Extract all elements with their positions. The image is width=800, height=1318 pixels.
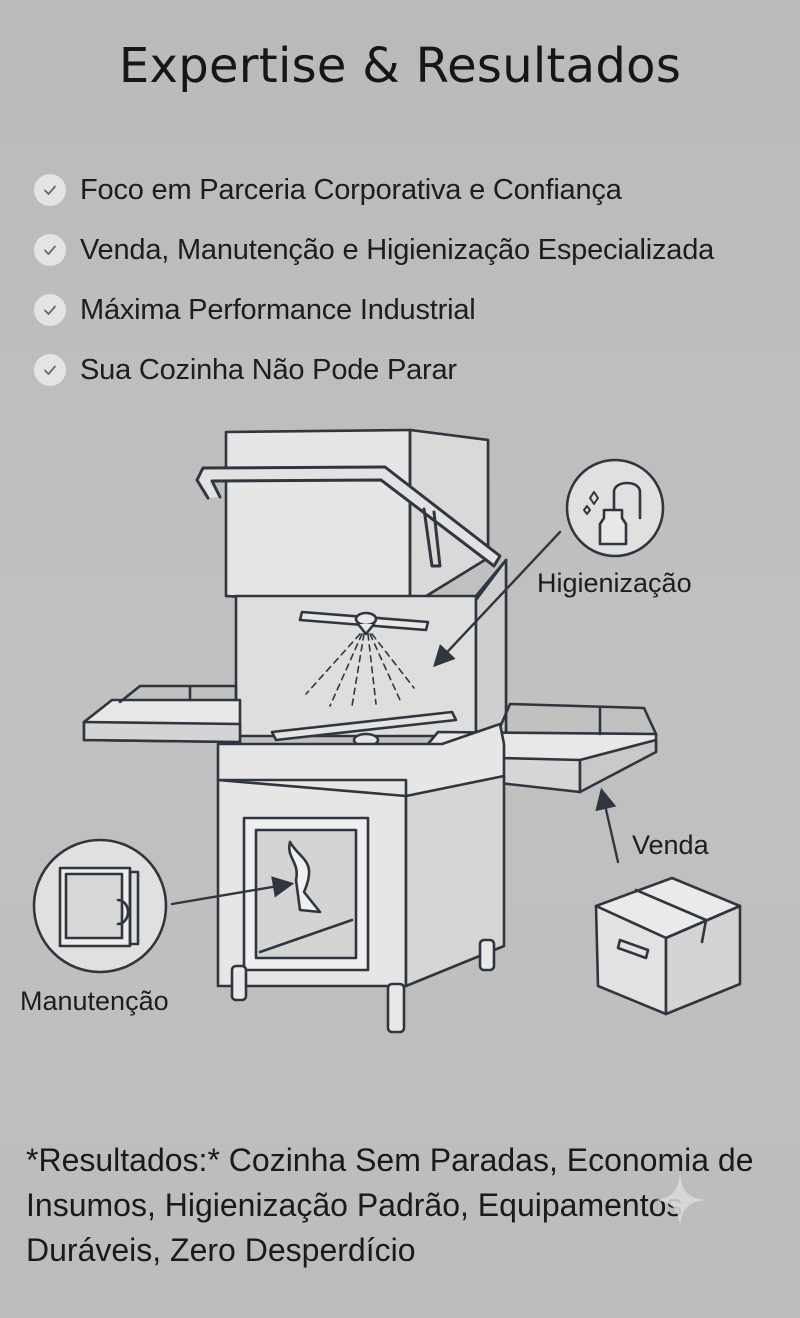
results-summary: *Resultados:* Cozinha Sem Paradas, Econo… (26, 1138, 786, 1273)
base-cabinet (216, 722, 506, 988)
checklist-label: Foco em Parceria Corporativa e Confiança (80, 173, 622, 206)
maintenance-icon (32, 838, 168, 974)
check-icon (34, 234, 66, 266)
sparkle-icon (654, 1174, 706, 1226)
feature-checklist: Foco em Parceria Corporativa e Confiança… (34, 160, 714, 400)
hood-handle (195, 465, 502, 568)
checklist-item: Venda, Manutenção e Higienização Especia… (34, 220, 714, 280)
checklist-item: Máxima Performance Industrial (34, 280, 714, 340)
shipping-box-icon (594, 876, 742, 1016)
checklist-item: Foco em Parceria Corporativa e Confiança (34, 160, 714, 220)
cabinet-legs (230, 938, 496, 1034)
checklist-item: Sua Cozinha Não Pode Parar (34, 340, 714, 400)
sanitizer-icon (565, 458, 665, 558)
callout-manutencao: Manutenção (20, 986, 169, 1016)
check-icon (34, 354, 66, 386)
callout-venda: Venda (632, 830, 709, 860)
callout-higienizacao: Higienização (537, 568, 692, 598)
check-icon (34, 174, 66, 206)
results-prefix: *Resultados:* (26, 1142, 220, 1178)
checklist-label: Sua Cozinha Não Pode Parar (80, 353, 457, 386)
left-table (82, 684, 242, 744)
spray-arm-top (298, 610, 430, 636)
checklist-label: Venda, Manutenção e Higienização Especia… (80, 233, 715, 266)
checklist-label: Máxima Performance Industrial (80, 293, 476, 326)
page-title: Expertise & Resultados (118, 38, 682, 94)
check-icon (34, 294, 66, 326)
callout-arrows (170, 530, 620, 906)
results-text: Cozinha Sem Paradas, Economia de Insumos… (26, 1142, 754, 1268)
water-spray (305, 633, 415, 707)
